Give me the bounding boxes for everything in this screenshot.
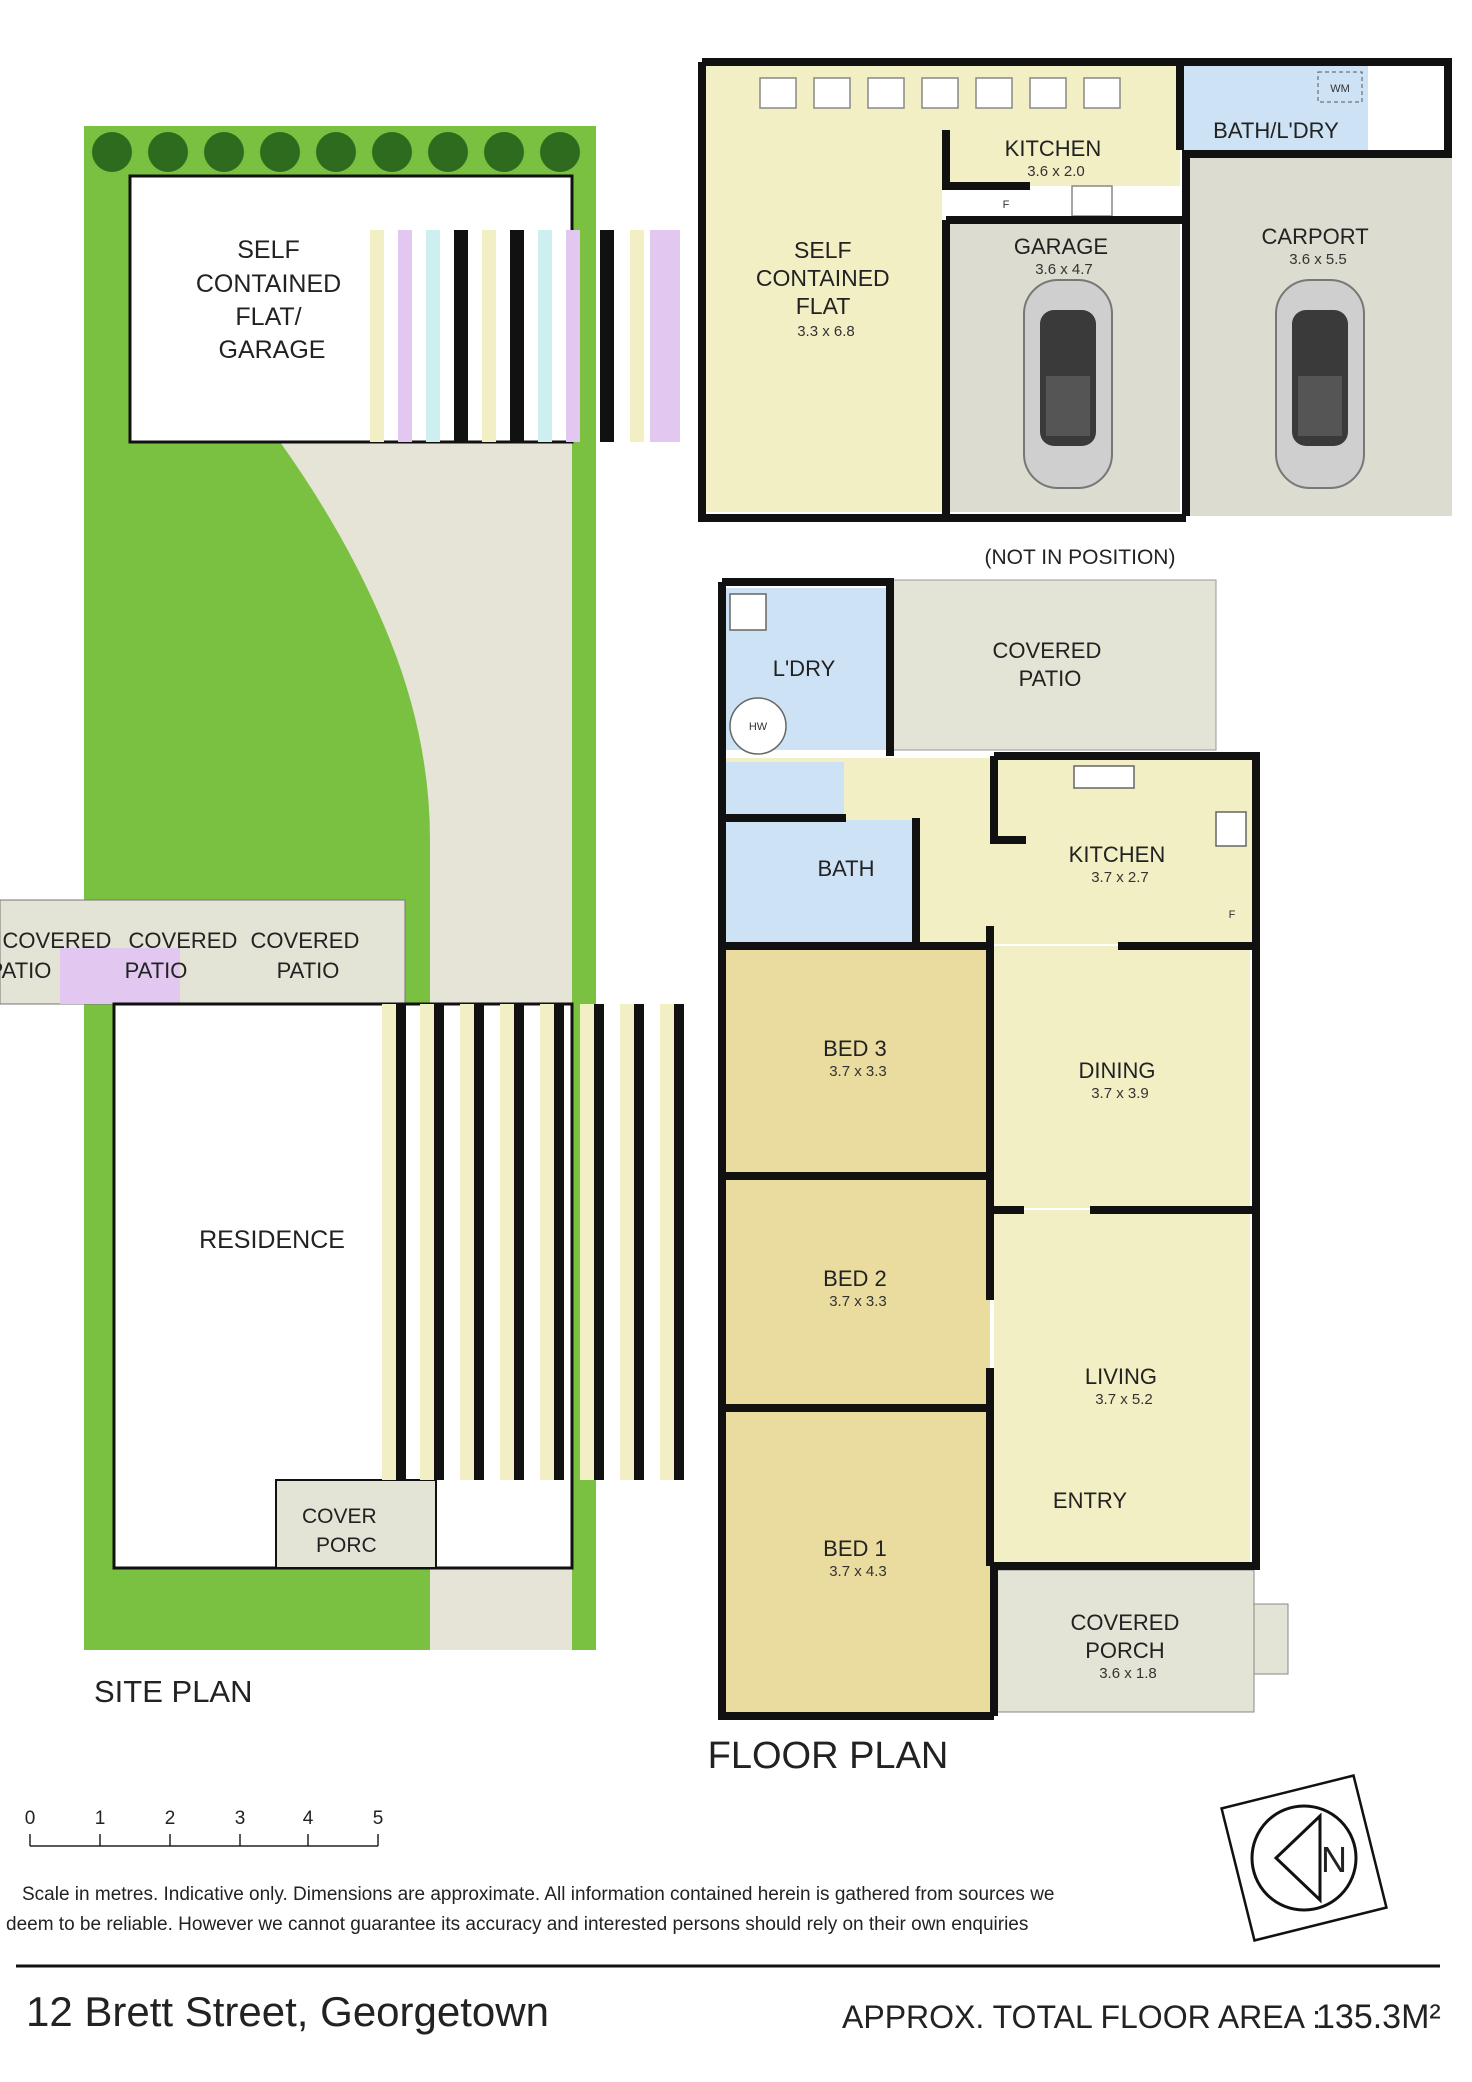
hot-water-icon bbox=[729, 697, 787, 755]
fp-porch-steps bbox=[1253, 1603, 1289, 1675]
sink-icon bbox=[1073, 765, 1135, 789]
flat-bath-room bbox=[1180, 66, 1368, 150]
flat-carport-label: CARPORT 3.6 x 5.5 bbox=[1262, 224, 1375, 268]
fp-bed3 bbox=[726, 946, 990, 1174]
fp-bath bbox=[726, 820, 916, 944]
svg-text:HW: HW bbox=[749, 721, 768, 733]
disclaimer-line-2: deem to be reliable. However we cannot g… bbox=[6, 1914, 1028, 1935]
fp-walls bbox=[718, 578, 1260, 1720]
floor-area-value: 135.3M² bbox=[1316, 1998, 1441, 2036]
site-residence bbox=[112, 1002, 574, 1570]
floor-area-label: APPROX. TOTAL FLOOR AREA : bbox=[842, 1999, 1321, 2035]
flat-room bbox=[706, 66, 942, 512]
scale-bar bbox=[29, 1834, 379, 1847]
svg-text:3: 3 bbox=[235, 1808, 246, 1829]
svg-text:0: 0 bbox=[25, 1808, 36, 1829]
fp-entry-label: ENTRY bbox=[1053, 1488, 1127, 1513]
svg-text:F: F bbox=[1003, 199, 1010, 211]
fp-kitchen-label: KITCHEN 3.7 x 2.7 bbox=[1069, 842, 1172, 886]
fp-patio bbox=[891, 579, 1217, 751]
site-flat-building bbox=[128, 174, 574, 444]
site-patio-purple bbox=[60, 948, 180, 1004]
fp-living bbox=[994, 1210, 1250, 1564]
site-porch bbox=[275, 1479, 437, 1569]
fp-kitchen bbox=[994, 764, 1250, 944]
floor-plan-heading: FLOOR PLAN bbox=[708, 1735, 949, 1777]
site-artifact-strips-top bbox=[370, 230, 680, 442]
site-artifact-strips-bottom bbox=[382, 1004, 684, 1480]
floor-plan: HW F L'DRY COVERED PATIO bbox=[708, 578, 1289, 1777]
svg-text:N: N bbox=[1321, 1839, 1347, 1880]
flat-hallway bbox=[1368, 66, 1442, 150]
compass-icon: N bbox=[1220, 1774, 1388, 1942]
flat-bath-label: BATH/L'DRY bbox=[1213, 118, 1339, 143]
site-plan: SELF CONTAINED FLAT/ GARAGE RESIDENCE CO… bbox=[0, 126, 684, 1709]
fp-porch bbox=[993, 1569, 1255, 1713]
site-patio-left-2: COVERED PATIO bbox=[125, 928, 244, 983]
site-patio-left-1: COVERED PATIO bbox=[0, 928, 117, 983]
property-address: 12 Brett Street, Georgetown bbox=[26, 1988, 549, 2035]
fp-bed1-label: BED 1 3.7 x 4.3 bbox=[823, 1536, 893, 1580]
car-icon bbox=[1275, 279, 1365, 489]
fp-dining bbox=[994, 946, 1250, 1208]
fp-dining-label: DINING 3.7 x 3.9 bbox=[1078, 1058, 1161, 1102]
fp-laundry-label: L'DRY bbox=[773, 656, 836, 681]
stove-icon bbox=[1215, 811, 1247, 847]
svg-text:1: 1 bbox=[95, 1808, 106, 1829]
fp-bed3-label: BED 3 3.7 x 3.3 bbox=[823, 1036, 893, 1080]
svg-text:5: 5 bbox=[373, 1808, 384, 1829]
svg-text:2: 2 bbox=[165, 1808, 176, 1829]
svg-text:4: 4 bbox=[303, 1808, 314, 1829]
disclaimer-line-1: Scale in metres. Indicative only. Dimens… bbox=[22, 1884, 1055, 1905]
flat-plan: WM F SELF CONTAINED FLAT 3.3 x 6.8 KITCH… bbox=[698, 58, 1452, 569]
fp-living-label: LIVING 3.7 x 5.2 bbox=[1085, 1364, 1163, 1408]
fp-bed1 bbox=[726, 1410, 990, 1712]
site-flat-label: SELF CONTAINED FLAT/ GARAGE bbox=[196, 236, 348, 364]
flat-kitchen-label: KITCHEN 3.6 x 2.0 bbox=[1005, 136, 1108, 180]
flat-walls bbox=[698, 58, 1452, 522]
flat-label: SELF CONTAINED FLAT 3.3 x 6.8 bbox=[756, 237, 896, 340]
fp-porch-label: COVERED PORCH 3.6 x 1.8 bbox=[1071, 1610, 1186, 1682]
site-patio-main: COVERED PATIO bbox=[251, 928, 366, 983]
fp-bed2 bbox=[726, 1176, 990, 1408]
fp-wc bbox=[726, 762, 844, 816]
site-residence-label: RESIDENCE bbox=[199, 1226, 345, 1254]
washing-machine-icon bbox=[1317, 71, 1363, 103]
fp-bath-label: BATH bbox=[817, 856, 874, 881]
laundry-tub-icon bbox=[729, 593, 767, 631]
site-plan-heading: SITE PLAN bbox=[94, 1674, 253, 1709]
site-porch-label: COVER PORC bbox=[302, 1505, 383, 1557]
flat-position-note: (NOT IN POSITION) bbox=[985, 546, 1176, 569]
scale-ticks: 0 1 2 3 4 5 bbox=[25, 1808, 384, 1829]
fp-patio-label: COVERED PATIO bbox=[993, 638, 1108, 691]
fp-bed2-label: BED 2 3.7 x 3.3 bbox=[823, 1266, 893, 1310]
flat-garage-label: GARAGE 3.6 x 4.7 bbox=[1014, 234, 1114, 278]
car-icon bbox=[1023, 279, 1113, 489]
svg-text:F: F bbox=[1229, 909, 1236, 921]
svg-text:WM: WM bbox=[1330, 83, 1350, 95]
site-trees bbox=[92, 132, 580, 172]
